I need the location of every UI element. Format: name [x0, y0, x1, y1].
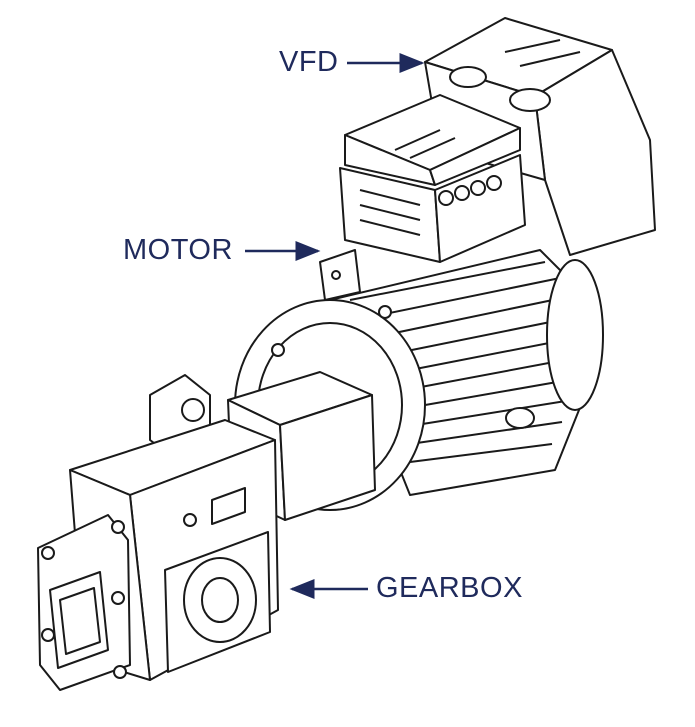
flange-bolt-1	[271, 343, 285, 357]
motor-fin-9	[409, 421, 563, 445]
gearbox-output-bore-inner	[201, 577, 239, 623]
vfd-vent-1	[359, 189, 421, 206]
gearbox-front-window-inner	[59, 587, 101, 655]
gearbox-lug-hole	[181, 398, 205, 422]
vfd-front-right	[429, 127, 521, 186]
vfd-button-2	[509, 88, 551, 112]
vfd-front-slot-1	[394, 129, 441, 151]
vfd-port-4	[486, 175, 502, 191]
gearbox-plug	[183, 513, 197, 527]
motor-end-cap	[546, 259, 604, 411]
motor-label: MOTOR	[123, 234, 233, 266]
gearbox-unit	[37, 374, 279, 691]
vfd-unit	[339, 17, 656, 263]
motor-fin-3	[379, 295, 573, 337]
vfd-vent-2	[359, 204, 421, 221]
motor-fin-10	[409, 443, 553, 463]
motor-fin-1	[349, 261, 546, 301]
motor-bracket-hole	[331, 270, 341, 280]
gearbox-label: GEARBOX	[376, 572, 523, 604]
gearbox-bolt-5	[113, 665, 127, 679]
vfd-port-2	[454, 185, 470, 201]
vfd-button-1	[449, 66, 487, 88]
motor-fin-2	[364, 277, 561, 319]
gearbox-bolt-1	[41, 546, 55, 560]
motor-lifting-eye	[505, 407, 535, 429]
motor-fin-8	[409, 399, 573, 427]
vfd-label: VFD	[279, 46, 339, 78]
motor-fin-7	[407, 377, 581, 409]
vfd-port-1	[438, 190, 454, 206]
vfd-slot-1	[504, 39, 561, 53]
motor-unit	[234, 249, 604, 511]
vfd-slot-2	[519, 51, 581, 67]
gearbox-bolt-2	[111, 520, 125, 534]
vfd-vent-3	[359, 219, 421, 236]
vfd-port-3	[470, 180, 486, 196]
vfd-lower-side	[434, 154, 526, 263]
adapter-side	[279, 394, 376, 521]
gearbox-nameplate	[211, 487, 246, 525]
gearbox-bolt-3	[41, 628, 55, 642]
flange-bolt-2	[378, 305, 392, 319]
vfd-front-slot-2	[409, 137, 456, 159]
gearbox-bolt-4	[111, 591, 125, 605]
